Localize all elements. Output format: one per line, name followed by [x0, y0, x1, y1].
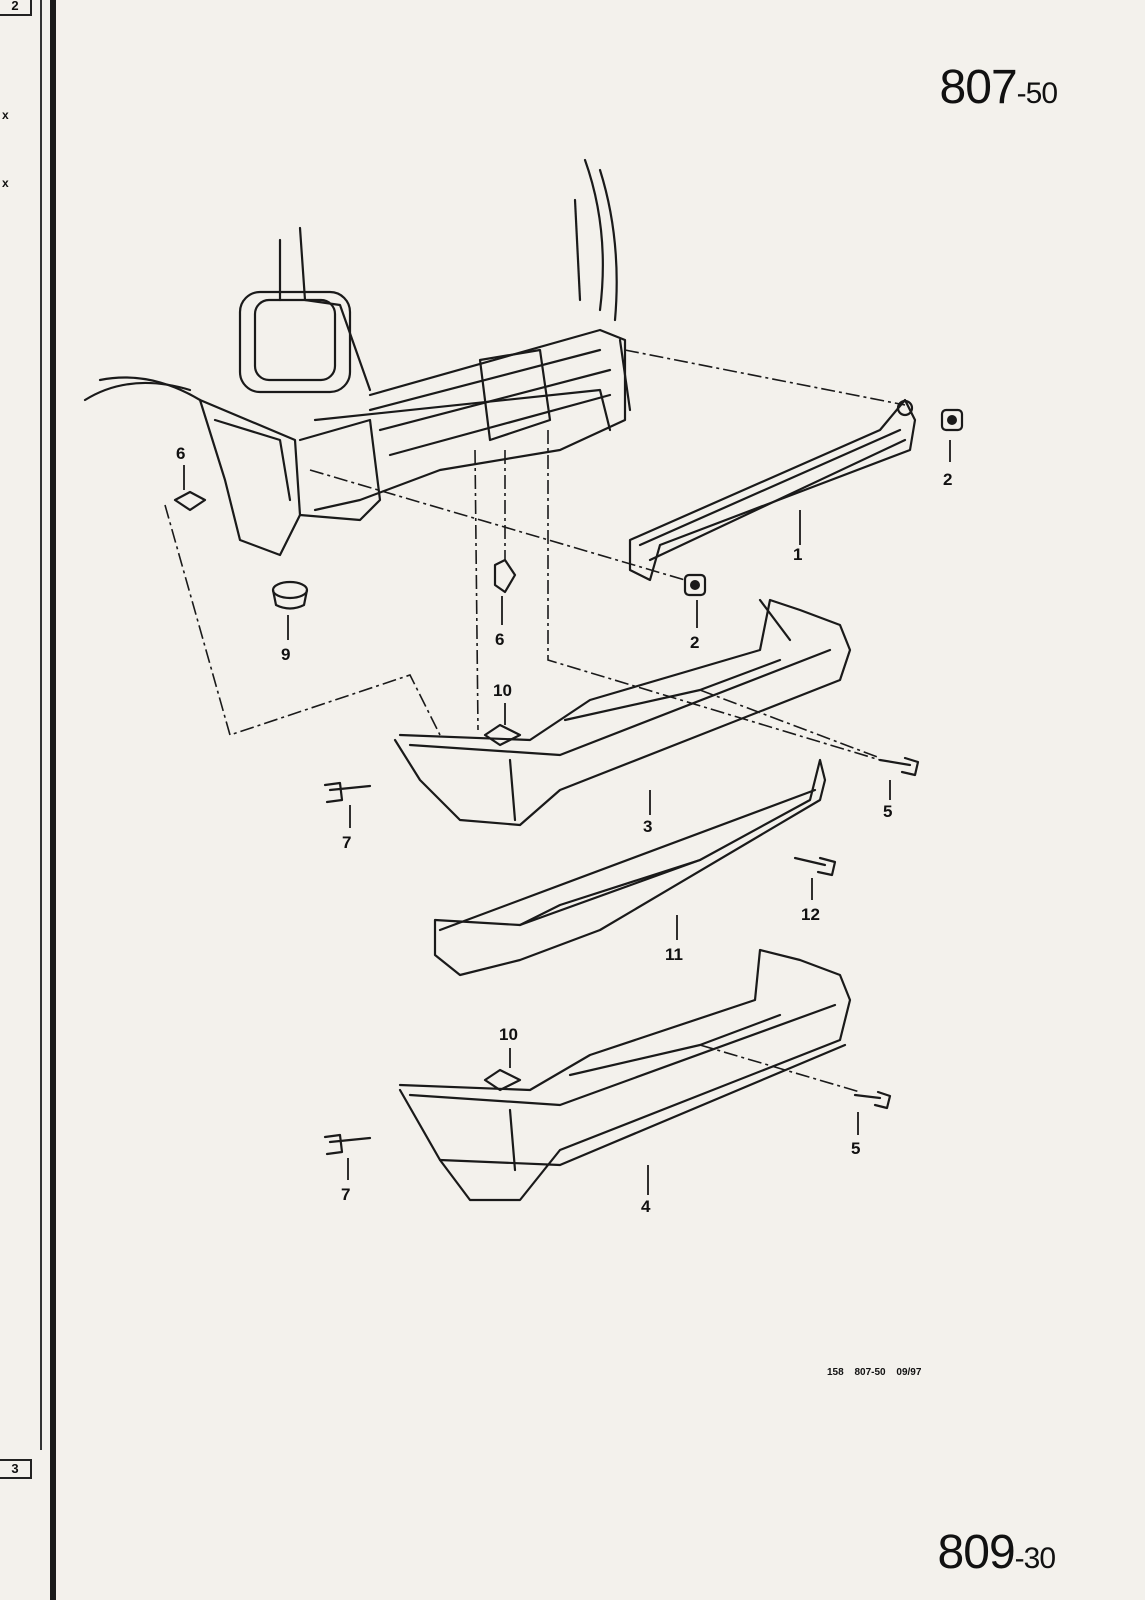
- screw-12: [793, 856, 837, 877]
- callout-4: 4: [641, 1197, 651, 1216]
- page-number: 807-50: [939, 60, 1058, 115]
- trim-strip-11: [433, 758, 827, 977]
- screw-5-lower: [853, 1090, 892, 1110]
- callout-2: 2: [690, 633, 699, 652]
- next-section-tab[interactable]: 3: [0, 1459, 32, 1479]
- callout-3: 3: [643, 817, 652, 836]
- callout-10: 10: [493, 681, 512, 700]
- edge-mark: x: [2, 176, 9, 190]
- screw-7-upper: [323, 781, 372, 804]
- screw-5-upper: [878, 756, 920, 777]
- callout-7: 7: [342, 833, 351, 852]
- callout-5: 5: [851, 1139, 860, 1158]
- nut-2-lower: [683, 573, 707, 597]
- callout-11: 11: [665, 945, 683, 964]
- next-page-number-suffix: -30: [1014, 1542, 1056, 1575]
- callout-1: 1: [793, 545, 802, 564]
- binding-line: [50, 0, 56, 1600]
- clip-6-center: [493, 558, 517, 594]
- page-number-suffix: -50: [1016, 77, 1058, 110]
- edge-mark: x: [2, 108, 9, 122]
- next-page-number-main: 809: [937, 1526, 1016, 1579]
- bumper-reinforcement-1: [628, 398, 917, 582]
- page-number-main: 807: [939, 61, 1018, 114]
- callout-5: 5: [883, 802, 892, 821]
- screw-7-lower: [323, 1133, 372, 1156]
- bumper-cover-3: [393, 598, 852, 827]
- binding-line-thin: [40, 0, 42, 1450]
- clip-10-upper: [483, 723, 522, 747]
- bumper-cover-4: [398, 948, 852, 1202]
- clip-10-lower: [483, 1068, 522, 1092]
- callout-7: 7: [341, 1185, 350, 1204]
- callout-12: 12: [801, 905, 820, 924]
- callout-9: 9: [281, 645, 290, 664]
- callout-2: 2: [943, 470, 952, 489]
- plug-9: [271, 580, 309, 610]
- clip-6-left: [173, 490, 207, 512]
- callout-6: 6: [176, 444, 185, 463]
- car-body-rear-panel: [83, 158, 632, 557]
- nut-2-upper: [940, 408, 964, 432]
- footer-reference-code: 158 807-50 09/97: [827, 1367, 922, 1378]
- callout-10: 10: [499, 1025, 518, 1044]
- callout-6: 6: [495, 630, 504, 649]
- next-page-number: 809-30: [937, 1525, 1056, 1580]
- previous-section-tab[interactable]: 2: [0, 0, 32, 16]
